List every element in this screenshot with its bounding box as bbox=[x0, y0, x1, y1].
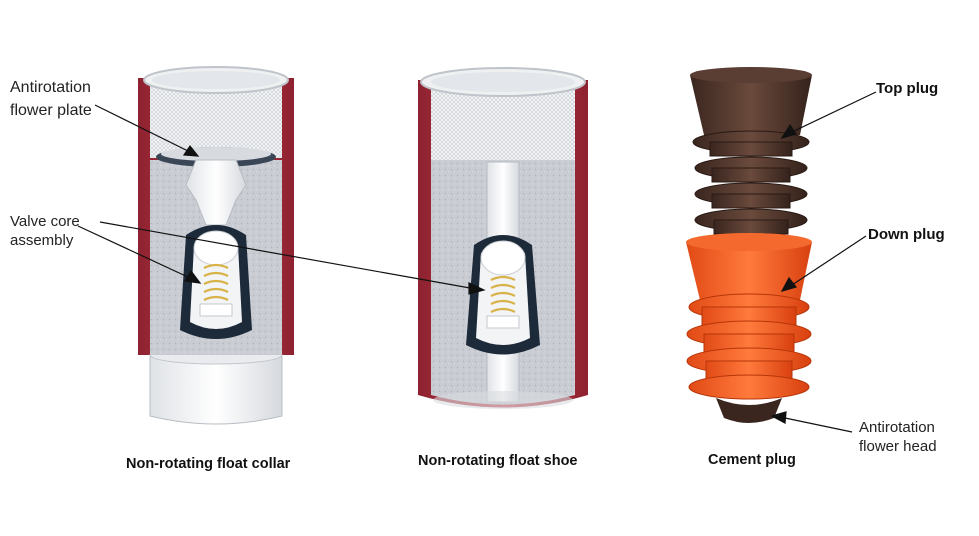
label-line: flower plate bbox=[10, 102, 92, 119]
float-collar-illustration bbox=[138, 66, 294, 425]
caption-float-collar: Non-rotating float collar bbox=[126, 456, 291, 472]
label-antirotation-flower-head: Antirotation flower head bbox=[859, 418, 937, 456]
label-antirotation-flower-plate: Antirotation flower plate bbox=[10, 77, 92, 121]
caption-cement-plug: Cement plug bbox=[708, 452, 796, 468]
label-line: Antirotation bbox=[859, 419, 935, 436]
float-shoe-illustration bbox=[418, 67, 588, 409]
caption-float-shoe: Non-rotating float shoe bbox=[418, 453, 578, 469]
label-line: Valve core bbox=[10, 213, 80, 230]
label-down-plug: Down plug bbox=[868, 226, 945, 243]
label-line: assembly bbox=[10, 232, 74, 249]
label-top-plug: Top plug bbox=[876, 80, 939, 97]
label-line: Antirotation bbox=[10, 79, 91, 96]
label-line: flower head bbox=[859, 438, 937, 455]
callout-leaders bbox=[77, 91, 877, 433]
cement-plug-illustration bbox=[686, 67, 812, 423]
label-valve-core-assembly: Valve core assembly bbox=[10, 212, 80, 250]
